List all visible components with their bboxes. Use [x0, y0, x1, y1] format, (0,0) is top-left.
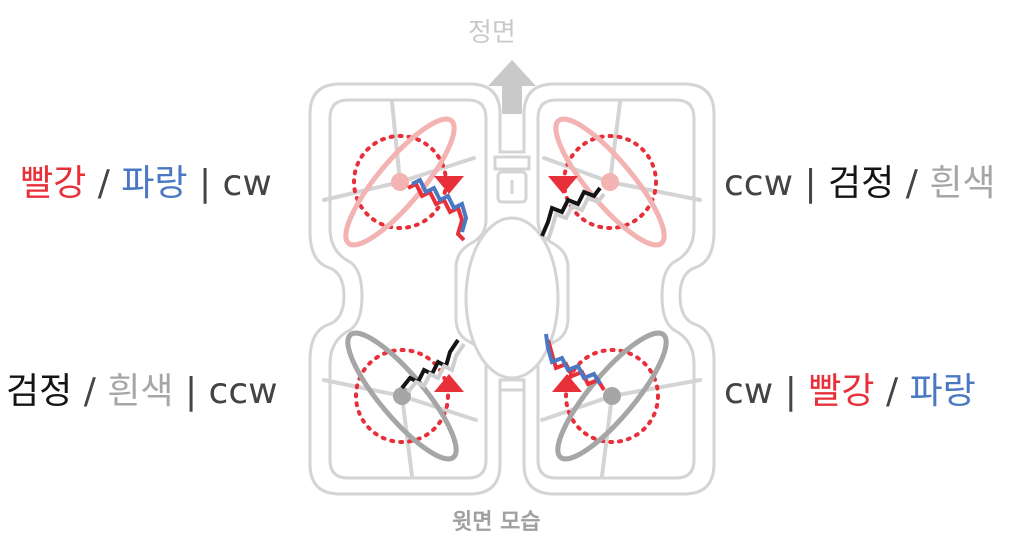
triangle-icon [434, 374, 464, 392]
propeller-bottom-right [544, 330, 669, 462]
label-color-1: 검정 [6, 371, 73, 412]
battery-icon [493, 155, 531, 204]
triangle-icon [552, 374, 582, 392]
label-color-1: 빨강 [808, 371, 875, 412]
label-separator: / [894, 163, 930, 204]
drone-frame-outline [308, 82, 716, 496]
label-color-2: 파랑 [909, 371, 976, 412]
label-separator: | [773, 371, 809, 412]
propeller-top-right [540, 116, 667, 248]
motor-wire [540, 186, 602, 237]
label-color-2: 파랑 [121, 163, 188, 204]
label-top-left: 빨강 / 파랑 | cw [20, 166, 272, 202]
label-color-2: 흰색 [929, 163, 996, 204]
label-bottom-left: 검정 / 흰색 | ccw [6, 374, 278, 410]
front-label: 정면 [468, 18, 516, 48]
drone-frame-inner [328, 98, 488, 480]
label-separator: / [86, 163, 122, 204]
drone-frame-inner-right [536, 98, 696, 480]
drone-body [464, 216, 560, 380]
motor-wire [411, 177, 469, 233]
label-direction: ccw [208, 371, 278, 412]
motor-wire [544, 333, 602, 386]
front-arrow-icon [488, 60, 536, 114]
label-direction: cw [222, 163, 272, 204]
motor-wire [546, 192, 606, 241]
rotation-path [354, 348, 450, 444]
propeller-top-left [343, 116, 469, 248]
triangle-icon [434, 176, 464, 194]
label-direction: ccw [724, 163, 794, 204]
propeller-bottom-left [345, 330, 466, 462]
label-color-2: 흰색 [107, 371, 174, 412]
label-bottom-right: cw | 빨강 / 파랑 [724, 374, 976, 410]
label-separator: | [173, 371, 209, 412]
label-separator: | [187, 163, 223, 204]
label-separator: | [793, 163, 829, 204]
motor-wire [406, 342, 466, 394]
motor-wire [546, 339, 606, 392]
label-top-right: ccw | 검정 / 흰색 [724, 166, 996, 202]
label-separator: / [72, 371, 108, 412]
view-caption: 윗면 모습 [452, 510, 541, 535]
label-color-1: 빨강 [20, 163, 87, 204]
label-color-1: 검정 [828, 163, 895, 204]
triangle-icon [548, 176, 578, 194]
rotation-path [564, 348, 660, 444]
label-separator: / [874, 371, 910, 412]
label-direction: cw [724, 371, 774, 412]
